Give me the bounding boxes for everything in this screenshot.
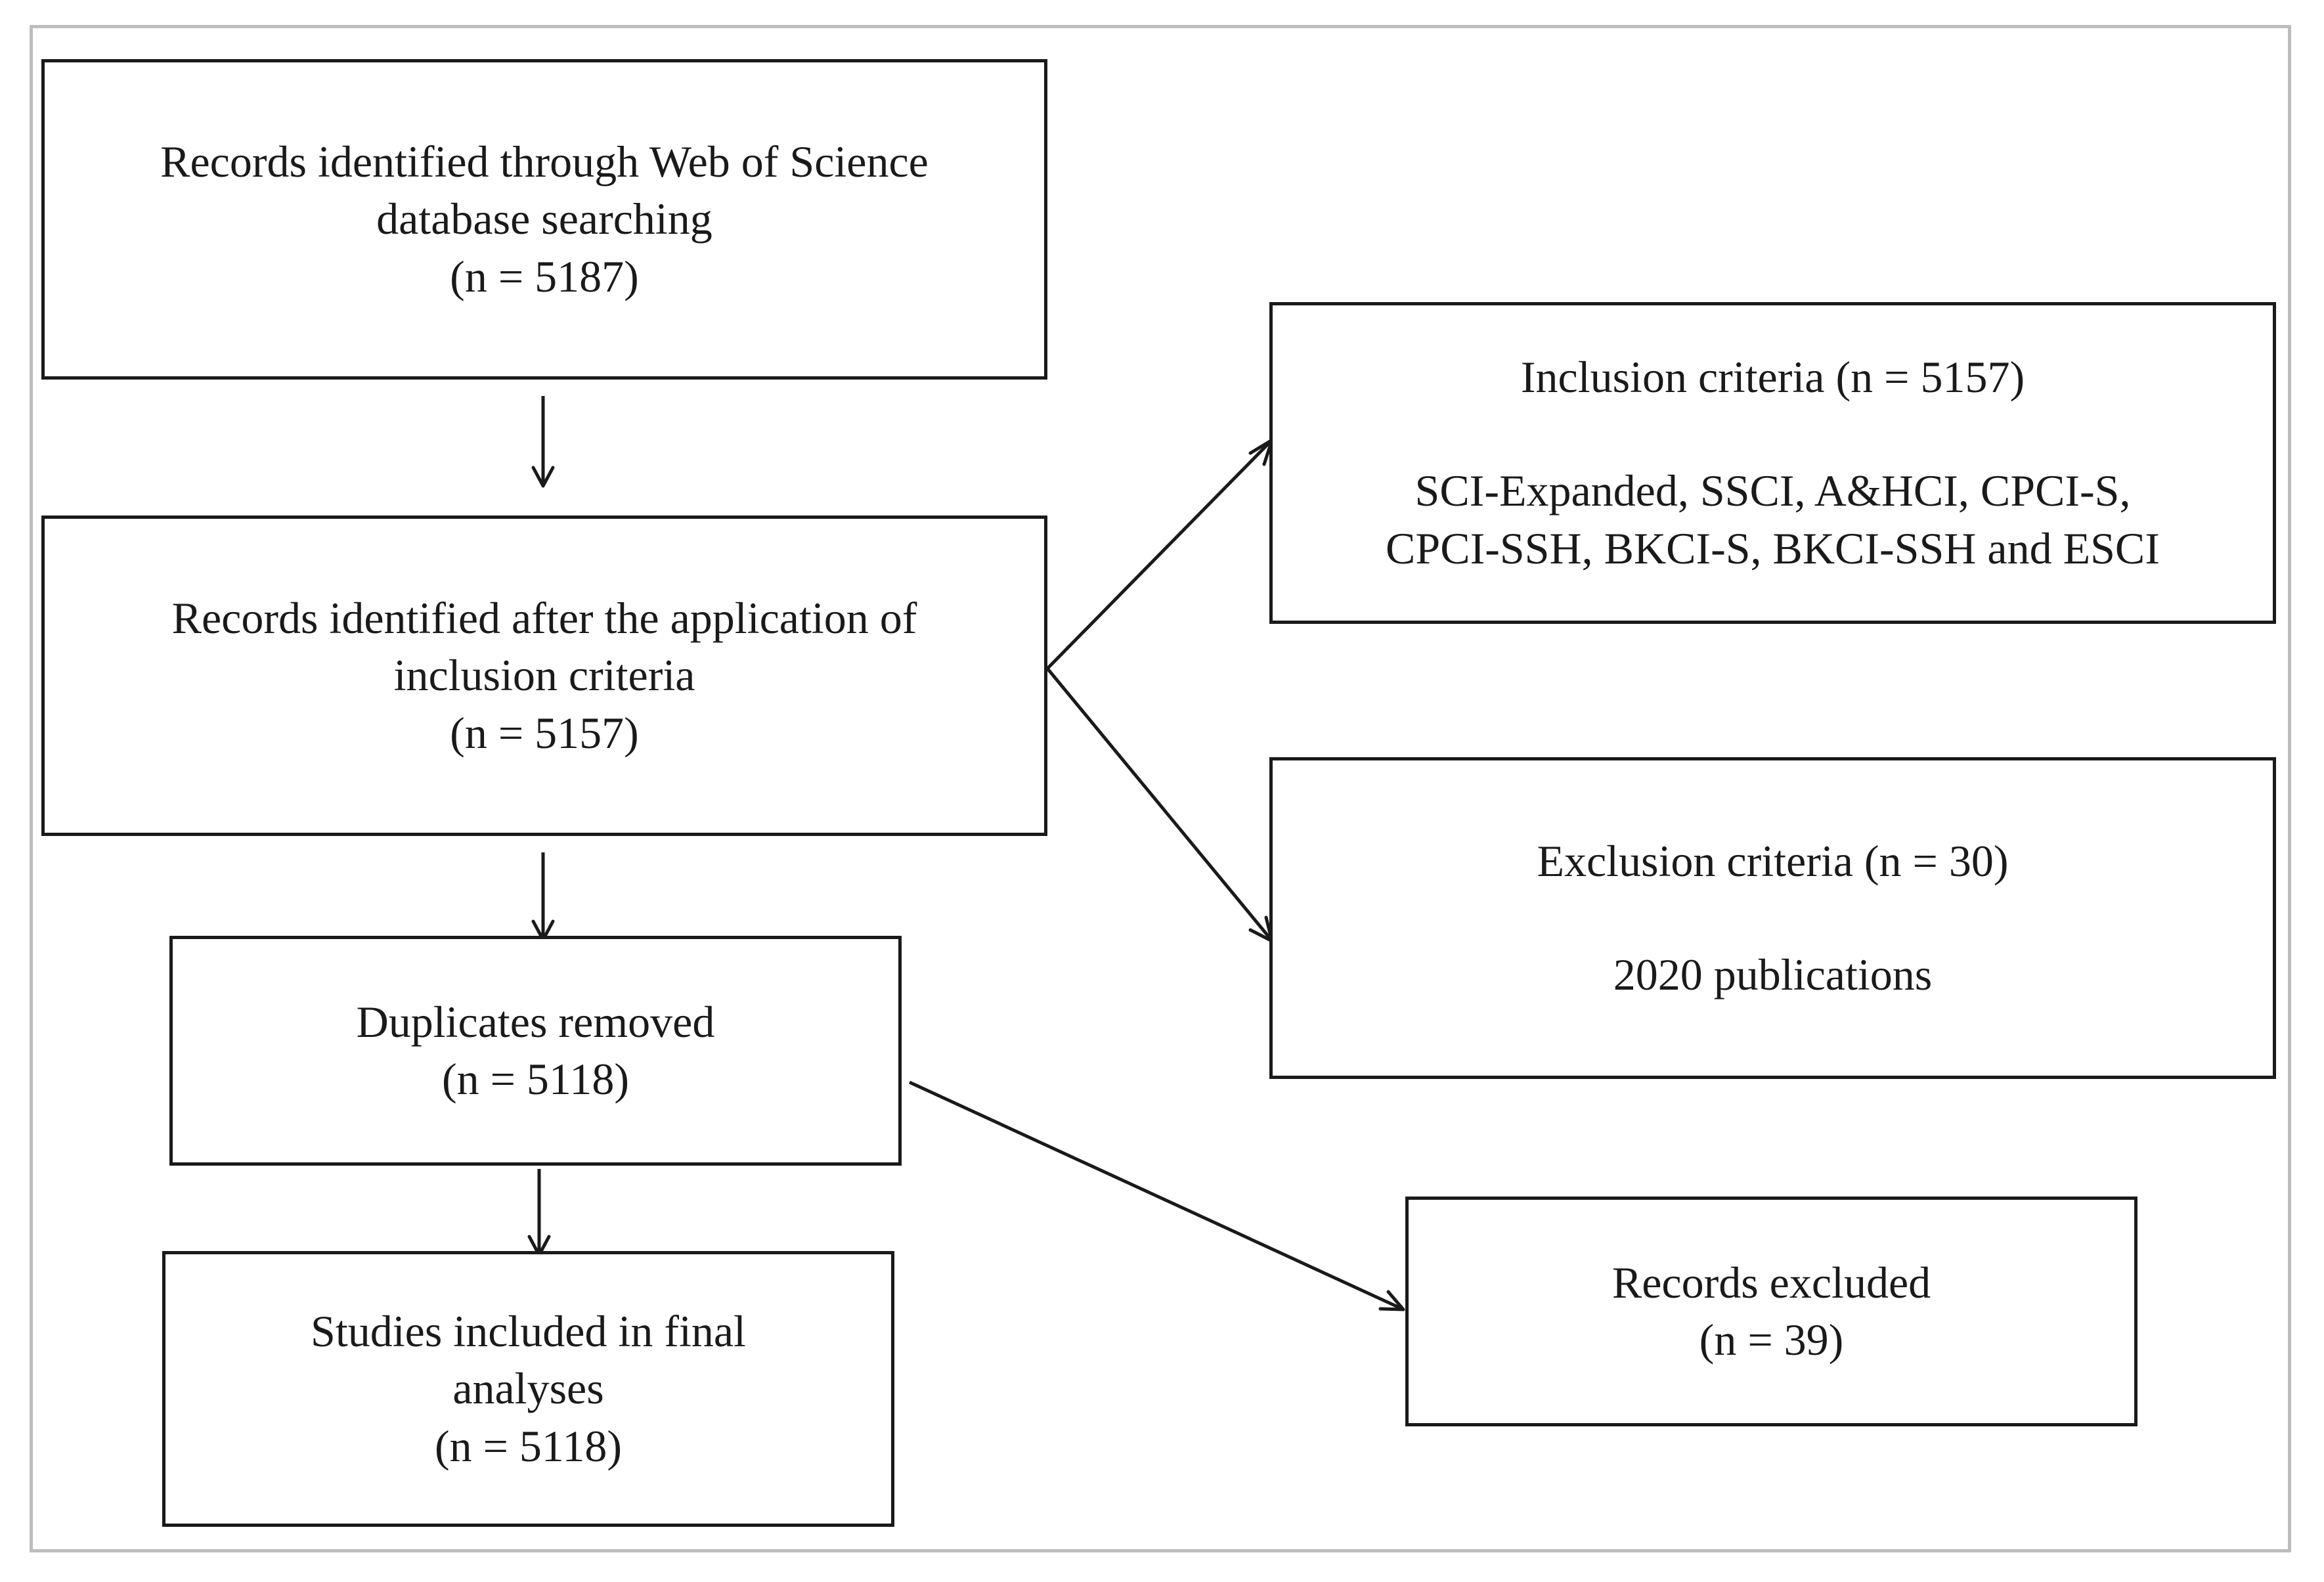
box-inclusion-line-1: SCI-Expanded, SSCI, A&HCI, CPCI-S, [1414, 466, 2131, 516]
box-records-after-inclusion: Records identified after the application… [41, 516, 1047, 836]
box-duplicates-line-1: Duplicates removed [356, 996, 715, 1047]
arrow-after-inclusion-to-exclusion-criteria [1046, 667, 1272, 940]
box-records-excluded: Records excluded (n = 39) [1405, 1197, 2138, 1426]
box-records-identified: Records identified through Web of Scienc… [41, 59, 1047, 380]
box-inclusion-heading: Inclusion criteria (n = 5157) [1520, 352, 2025, 403]
box-records-identified-count: (n = 5187) [450, 251, 639, 301]
box-exclusion-heading: Exclusion criteria (n = 30) [1537, 835, 2009, 886]
arrowhead-6 [1378, 1290, 1405, 1311]
box-after-inclusion-count: (n = 5157) [450, 707, 639, 758]
box-inclusion-criteria: Inclusion criteria (n = 5157) SCI-Expand… [1269, 302, 2276, 624]
box-after-inclusion-line-1: Records identified after the application… [171, 593, 917, 644]
box-excluded-count: (n = 39) [1699, 1315, 1844, 1365]
diagram-frame [30, 25, 2291, 1552]
arrowhead-1 [531, 466, 555, 488]
box-excluded-line-1: Records excluded [1611, 1257, 1931, 1307]
arrow-duplicates-to-excluded [908, 1080, 1403, 1311]
box-records-identified-line-2: database searching [376, 194, 713, 244]
box-final-line-2: analyses [452, 1363, 604, 1414]
box-final-line-1: Studies included in final [311, 1306, 746, 1357]
box-exclusion-line-1: 2020 publications [1613, 950, 1933, 1000]
box-records-identified-line-1: Records identified through Web of Scienc… [160, 137, 929, 187]
box-exclusion-criteria: Exclusion criteria (n = 30) 2020 publica… [1269, 757, 2276, 1079]
arrow-after-inclusion-to-inclusion-criteria [1046, 440, 1272, 670]
box-final-count: (n = 5118) [434, 1420, 623, 1471]
box-after-inclusion-line-2: inclusion criteria [393, 650, 695, 701]
box-studies-included: Studies included in final analyses (n = … [162, 1251, 894, 1527]
box-inclusion-line-2: CPCI-SSH, BKCI-S, BKCI-SSH and ESCI [1386, 523, 2160, 573]
box-duplicates-removed: Duplicates removed (n = 5118) [169, 936, 902, 1166]
box-duplicates-count: (n = 5118) [441, 1054, 630, 1104]
